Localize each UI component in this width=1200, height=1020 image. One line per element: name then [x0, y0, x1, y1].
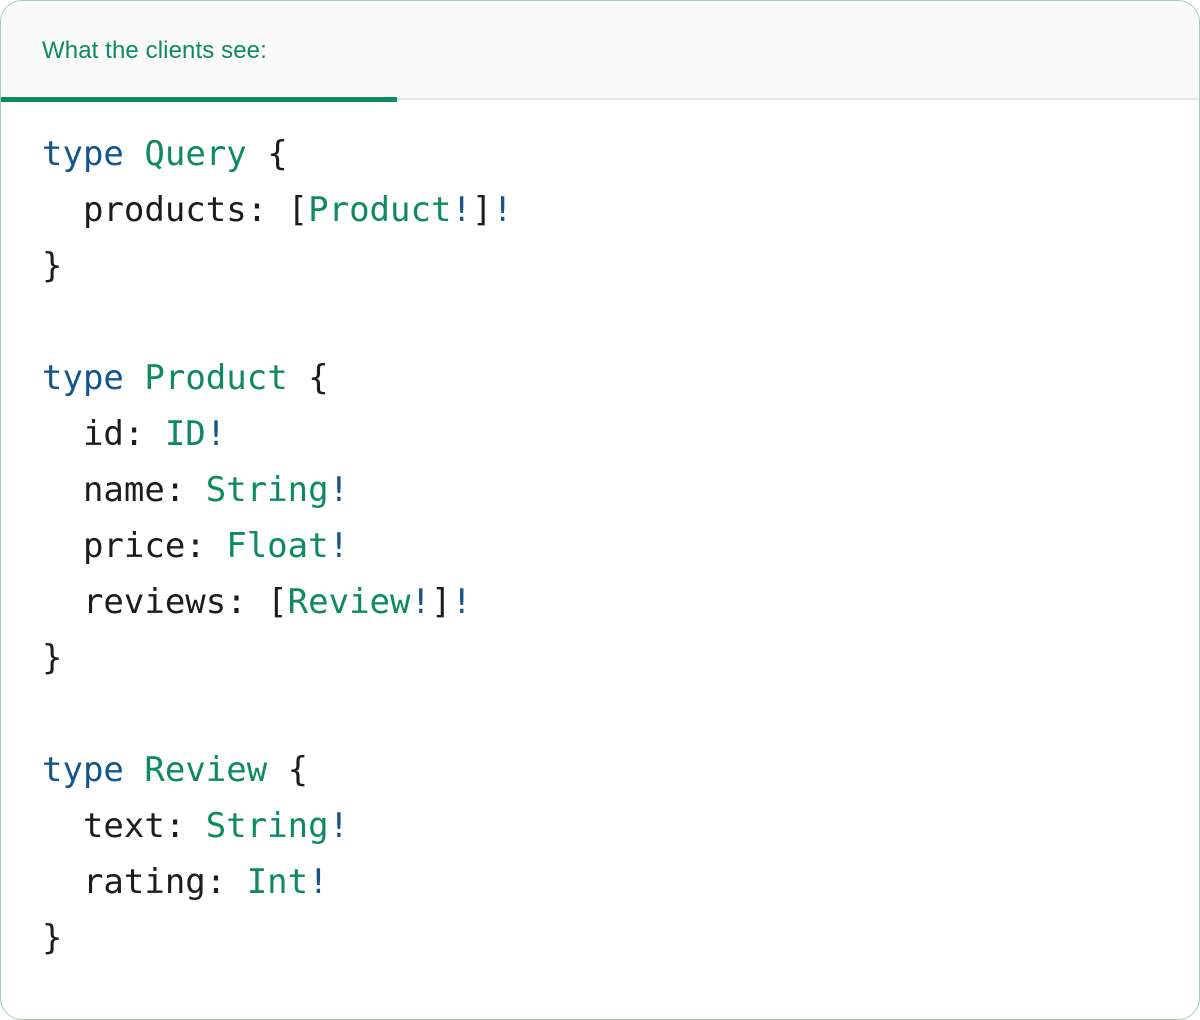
code-line: id: ID!	[42, 406, 1199, 462]
code-token: String	[205, 470, 329, 510]
code-token: {	[287, 358, 329, 398]
code-token: [	[287, 190, 309, 230]
code-token: type	[42, 358, 124, 398]
code-area: type Query { products: [Product!]!} type…	[1, 100, 1199, 1019]
tab-label: What the clients see:	[42, 36, 267, 64]
code-token: ]	[430, 582, 452, 622]
code-token: }	[42, 246, 63, 286]
code-token: String	[205, 806, 329, 846]
code-token: Product	[308, 190, 452, 230]
code-line: name: String!	[42, 462, 1199, 518]
graphql-schema-code[interactable]: type Query { products: [Product!]!} type…	[42, 126, 1199, 966]
code-token	[124, 134, 144, 174]
code-token: name:	[42, 470, 206, 510]
code-line: products: [Product!]!	[42, 182, 1199, 238]
code-token: [	[267, 582, 288, 622]
code-token: }	[42, 918, 63, 958]
code-token: !	[410, 582, 431, 622]
code-token: Review	[287, 582, 411, 622]
code-token: !	[451, 190, 472, 230]
code-token: Query	[144, 134, 247, 174]
code-line: type Product {	[42, 350, 1199, 406]
code-token: Product	[144, 358, 288, 398]
code-token: ]	[471, 190, 493, 230]
code-line: price: Float!	[42, 518, 1199, 574]
code-token: !	[328, 526, 350, 566]
code-token: Int	[246, 862, 309, 902]
code-token: !	[492, 190, 513, 230]
code-token: {	[246, 134, 288, 174]
code-line: }	[42, 630, 1199, 686]
code-token: type	[42, 750, 124, 790]
code-token: !	[328, 470, 350, 510]
code-token: text:	[42, 806, 206, 846]
code-token: products:	[42, 190, 288, 230]
code-line	[42, 686, 1199, 742]
code-token: ID	[164, 414, 206, 454]
code-token: }	[42, 638, 63, 678]
code-line: type Review {	[42, 742, 1199, 798]
code-token: Review	[144, 750, 268, 790]
code-line: rating: Int!	[42, 854, 1199, 910]
code-line: type Query {	[42, 126, 1199, 182]
code-token: Float	[226, 526, 329, 566]
tab-bar: What the clients see:	[1, 1, 1199, 102]
code-token	[124, 750, 144, 790]
code-line: }	[42, 238, 1199, 294]
code-token: id:	[42, 414, 165, 454]
code-token: {	[267, 750, 309, 790]
code-token: price:	[42, 526, 227, 566]
code-token: rating:	[42, 862, 247, 902]
code-token: !	[328, 806, 350, 846]
code-token: !	[451, 582, 472, 622]
code-line	[42, 294, 1199, 350]
code-token	[124, 358, 144, 398]
tab-what-the-clients-see[interactable]: What the clients see:	[1, 1, 397, 102]
code-token: !	[308, 862, 329, 902]
code-line: reviews: [Review!]!	[42, 574, 1199, 630]
code-line: }	[42, 910, 1199, 966]
code-token: reviews:	[42, 582, 268, 622]
code-token: type	[42, 134, 124, 174]
code-line: text: String!	[42, 798, 1199, 854]
code-token: !	[205, 414, 227, 454]
